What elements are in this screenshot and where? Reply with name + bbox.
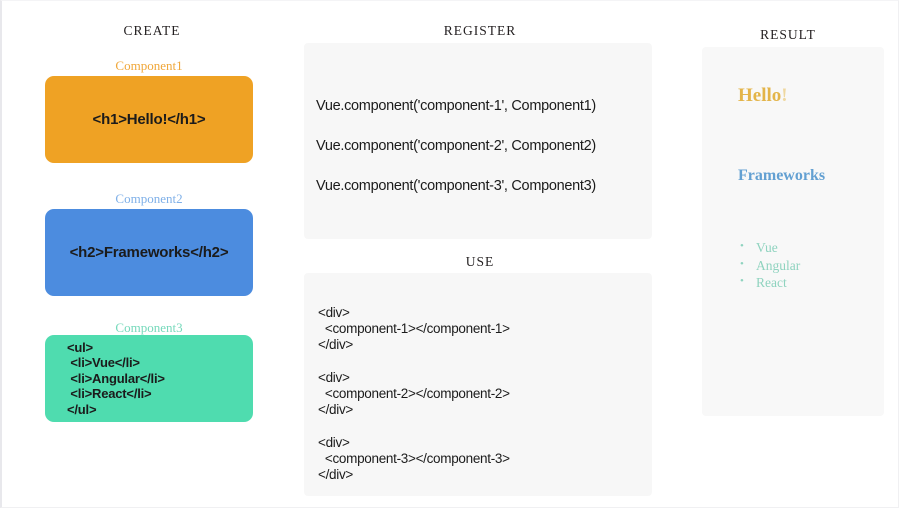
component1-label: Component1 [115,58,183,73]
register-line: Vue.component('component-1', Component1) [316,98,596,114]
list-item: Vue [740,238,800,257]
component1-box: <h1>Hello!</h1> [45,76,253,163]
use-block-list: <div> <component-1></component-1> </div>… [318,305,642,483]
component3-label: Component3 [115,320,183,335]
use-block: <div> <component-2></component-2> </div> [318,370,510,417]
register-section-title: REGISTER [443,23,517,38]
register-line: Vue.component('component-3', Component3) [316,178,596,194]
result-heading-hello-exclaim: ! [781,85,788,106]
result-section-title: RESULT [760,27,816,42]
result-preview-panel: Hello! Frameworks Vue Angular React [702,47,884,416]
component2-code: <h2>Frameworks</h2> [69,244,229,261]
create-section-title: CREATE [123,23,181,38]
use-code-panel: <div> <component-1></component-1> </div>… [304,273,652,496]
component3-box: <ul> <li>Vue</li> <li>Angular</li> <li>R… [45,335,253,422]
register-line: Vue.component('component-2', Component2) [316,138,596,154]
result-heading-hello-text: Hello [738,85,782,106]
register-line-list: Vue.component('component-1', Component1)… [316,98,642,194]
component1-code: <h1>Hello!</h1> [92,111,206,128]
result-framework-list: Vue Angular React [738,238,800,292]
list-item: Angular [740,256,800,275]
list-item: React [740,273,800,292]
result-heading-hello: Hello! [738,85,788,107]
use-section-title: USE [465,254,495,269]
use-block: <div> <component-1></component-1> </div> [318,305,510,352]
component2-box: <h2>Frameworks</h2> [45,209,253,296]
component2-label: Component2 [115,191,183,206]
component3-code: <ul> <li>Vue</li> <li>Angular</li> <li>R… [67,339,165,417]
result-heading-frameworks: Frameworks [738,167,826,184]
use-block: <div> <component-3></component-3> </div> [318,435,510,482]
register-code-panel: Vue.component('component-1', Component1)… [304,43,652,239]
